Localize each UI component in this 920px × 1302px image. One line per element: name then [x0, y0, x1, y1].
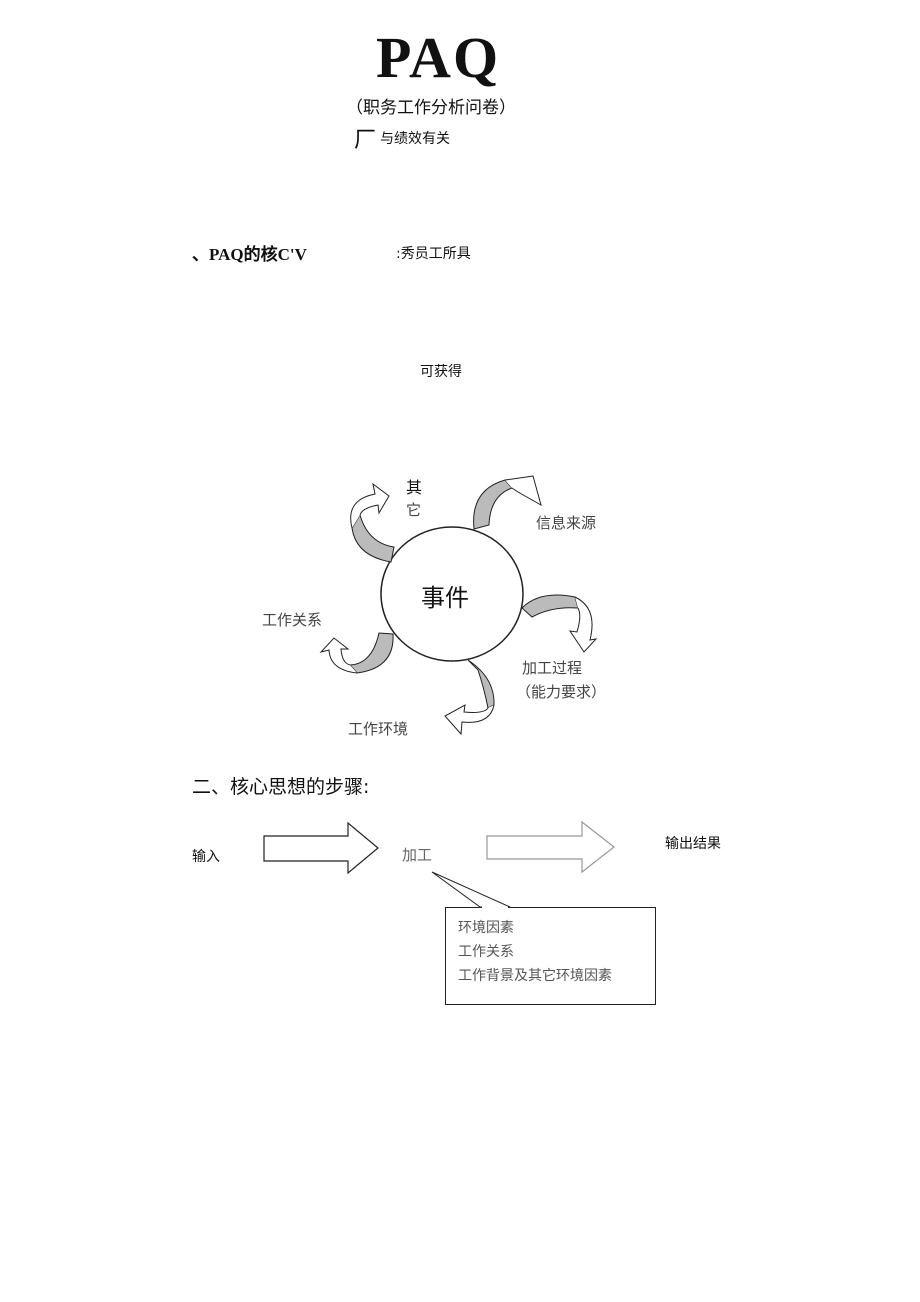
section1-heading: 、PAQ的核C'V: [192, 245, 307, 264]
note-mark: 厂: [354, 128, 377, 153]
label-other-1: 其: [406, 478, 423, 497]
section2-heading: 二、核心思想的步骤:: [192, 776, 370, 798]
event-circle: [380, 526, 524, 662]
note-text: 与绩效有关: [380, 131, 450, 147]
curl-arrow-environment: [444, 659, 495, 736]
document-subtitle: （职务工作分析问卷）: [346, 98, 516, 118]
label-relations: 工作关系: [262, 611, 323, 629]
curl-arrow-info-source: [473, 475, 542, 530]
callout-box: [445, 907, 656, 1005]
label-process-ability: （能力要求）: [516, 683, 607, 701]
label-info-source: 信息来源: [536, 514, 597, 532]
center-label: 事件: [421, 584, 469, 612]
label-process: 加工过程: [522, 659, 583, 677]
output-arrow: [486, 820, 615, 874]
label-environment: 工作环境: [348, 720, 409, 738]
input-arrow: [263, 821, 379, 875]
section1-heading-right: :秀员工所具: [396, 246, 471, 262]
callout-line: 工作背景及其它环境因素: [458, 968, 612, 984]
callout-line: 工作关系: [458, 944, 514, 960]
step-input: 输入: [192, 849, 220, 865]
callout-line: 环境因素: [458, 920, 514, 936]
section1-mid-text: 可获得: [420, 364, 462, 380]
curl-arrow-process: [521, 594, 598, 653]
curl-arrow-other: [350, 482, 395, 563]
callout-pointer: [431, 871, 511, 908]
step-output: 输出结果: [665, 836, 721, 852]
curl-arrow-relations: [319, 632, 394, 674]
document-title: PAQ: [375, 25, 501, 90]
label-other-2: 它: [406, 501, 422, 519]
step-process: 加工: [402, 846, 433, 864]
